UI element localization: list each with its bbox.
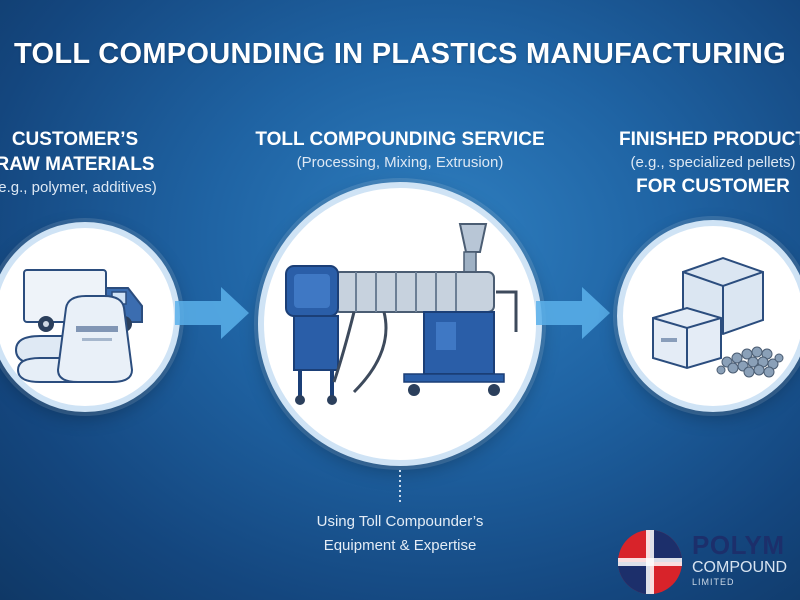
arrow-right-icon — [175, 287, 249, 339]
service-caption: Using Toll Compounder’s Equipment & Expe… — [250, 510, 550, 558]
page-title: TOLL COMPOUNDING IN PLASTICS MANUFACTURI… — [14, 38, 786, 70]
stage-raw-materials-heading: CUSTOMER’S RAW MATERIALS (e.g., polymer,… — [0, 127, 180, 199]
stage-finished-heading: FINISHED PRODUCT (e.g., specialized pell… — [598, 127, 800, 199]
service-caption-line1: Using Toll Compounder’s — [316, 513, 484, 530]
stage-raw-materials-title-line1: CUSTOMER’S — [11, 129, 139, 150]
logo-mark-icon — [618, 530, 682, 594]
stage-service-subtitle: (Processing, Mixing, Extrusion) — [296, 154, 504, 171]
logo-subname: COMPOUND — [692, 559, 788, 576]
logo-limited: LIMITED — [692, 577, 735, 587]
stage-finished-title-line1: FINISHED PRODUCT — [619, 129, 800, 150]
sack-icon — [14, 295, 134, 383]
stage-service-title: TOLL COMPOUNDING SERVICE — [255, 129, 545, 150]
pellets-icon — [716, 346, 784, 378]
company-logo: POLYM COMPOUND LIMITED — [616, 528, 800, 598]
stage-service-heading: TOLL COMPOUNDING SERVICE (Processing, Mi… — [230, 127, 570, 174]
caption-connector — [399, 470, 401, 502]
service-caption-line2: Equipment & Expertise — [323, 537, 477, 554]
logo-text: POLYM COMPOUND LIMITED — [692, 530, 787, 587]
raw-materials-circle — [0, 222, 180, 412]
finished-product-circle — [617, 220, 800, 412]
arrow-right-icon — [536, 287, 610, 339]
toll-compounding-circle — [258, 182, 542, 466]
stage-raw-materials-subtitle: (e.g., polymer, additives) — [0, 179, 157, 196]
stage-finished-subtitle: (e.g., specialized pellets) — [630, 154, 796, 171]
logo-name: POLYM — [692, 530, 785, 560]
stage-raw-materials-title-line2: RAW MATERIALS — [0, 154, 155, 175]
extruder-machine-icon — [285, 223, 518, 405]
stage-finished-title-line2: FOR CUSTOMER — [636, 176, 790, 197]
box-icon — [652, 256, 764, 370]
